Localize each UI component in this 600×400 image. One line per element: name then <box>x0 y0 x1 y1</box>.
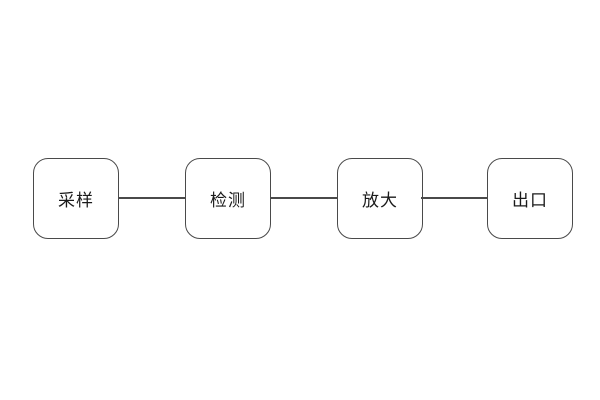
flow-node-detection: 检测 <box>185 158 271 239</box>
connector-line-sampling-detection <box>118 197 186 199</box>
connector-line-detection-amplification <box>270 197 338 199</box>
flow-node-outlet: 出口 <box>487 158 573 239</box>
flow-node-label: 放大 <box>362 191 398 210</box>
flow-node-label: 出口 <box>512 191 548 210</box>
flow-node-amplification: 放大 <box>337 158 423 239</box>
flow-node-label: 采样 <box>58 191 94 210</box>
connector-line-amplification-outlet <box>421 197 488 199</box>
flow-node-sampling: 采样 <box>33 158 119 239</box>
flow-node-label: 检测 <box>210 191 246 210</box>
